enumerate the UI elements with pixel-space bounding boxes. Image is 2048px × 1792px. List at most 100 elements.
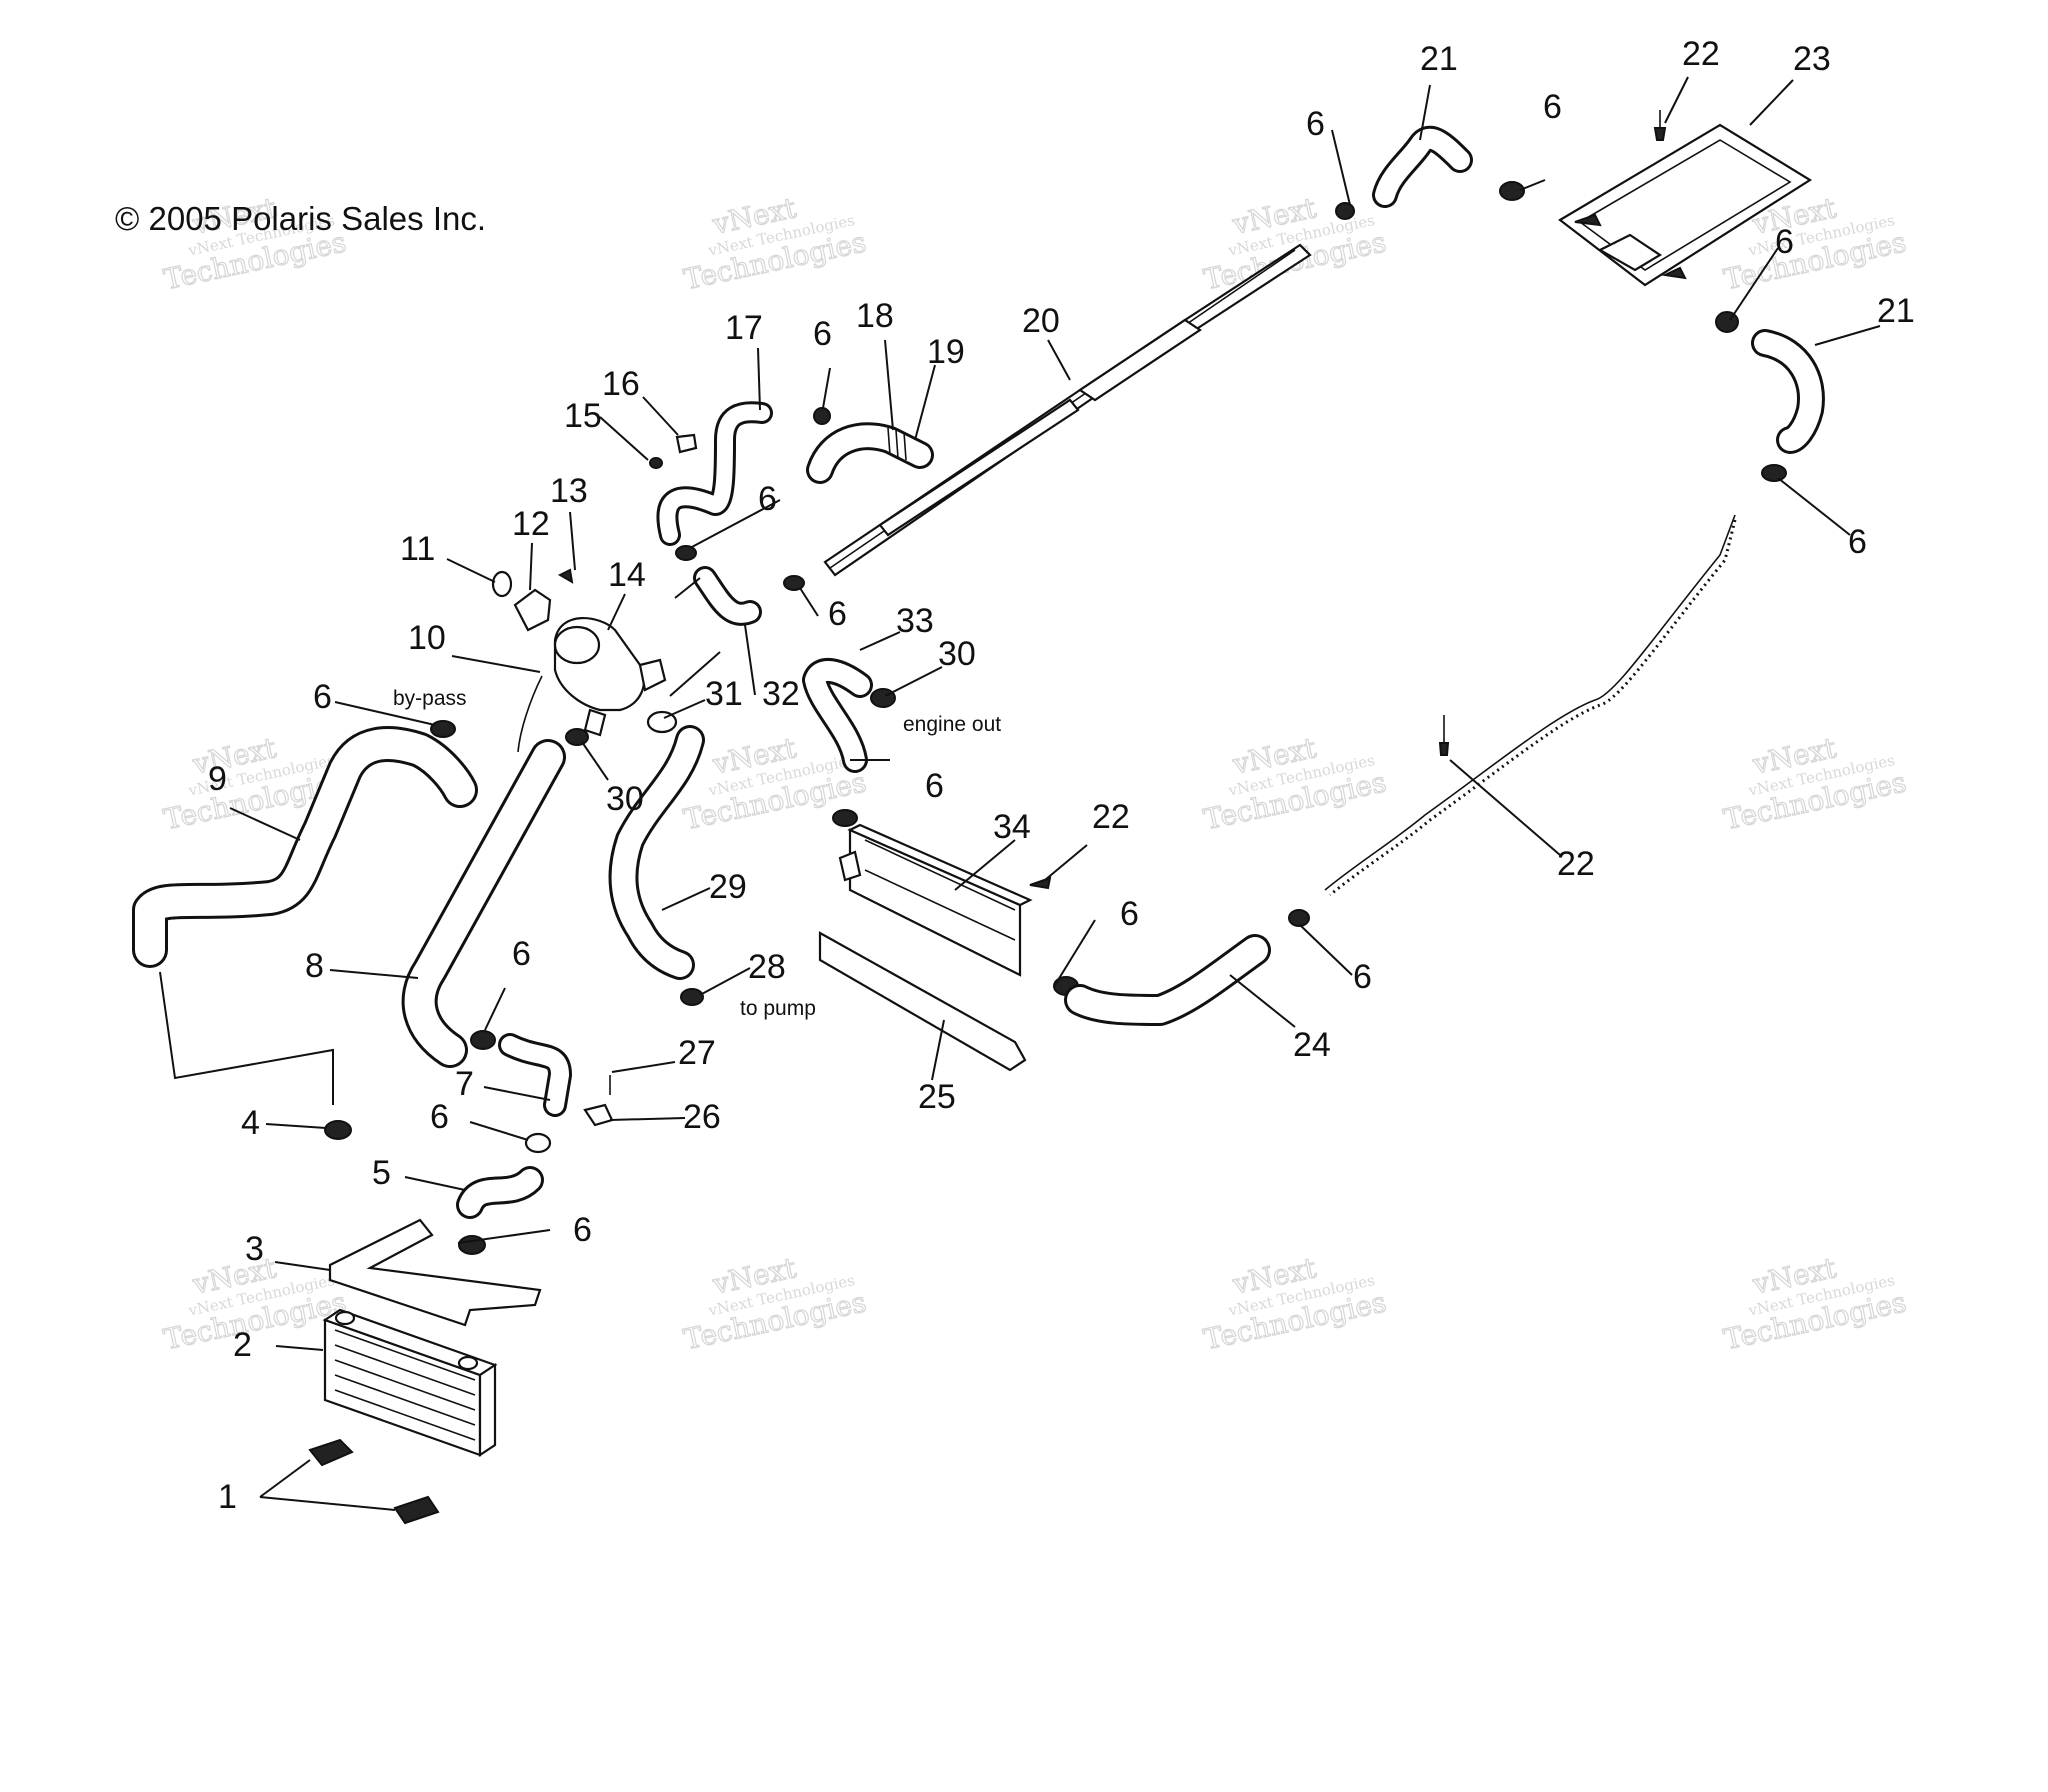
callout-15: 15 bbox=[564, 397, 602, 435]
heat-exchanger bbox=[322, 1308, 498, 1458]
callout-32: 32 bbox=[762, 675, 800, 713]
callout-17: 17 bbox=[725, 309, 763, 347]
callout-6: 6 bbox=[512, 935, 531, 973]
hose-fitting bbox=[583, 1103, 614, 1127]
callout-6: 6 bbox=[1775, 223, 1794, 261]
watermark: vNext vNext Technologies Technologies bbox=[1200, 730, 1389, 836]
callout-22: 22 bbox=[1682, 35, 1720, 73]
callout-6: 6 bbox=[313, 678, 332, 716]
callout-labels: 1 2 3 4 5 6 6 7 6 8 9 6 10 11 12 13 14 1… bbox=[208, 35, 1915, 1516]
hose-clamp bbox=[324, 1120, 352, 1140]
callout-18: 18 bbox=[856, 297, 894, 335]
pump-clamp bbox=[680, 988, 704, 1006]
leader-lines bbox=[229, 76, 1881, 1511]
callout-30: 30 bbox=[606, 780, 644, 818]
callout-6: 6 bbox=[828, 595, 847, 633]
callout-8: 8 bbox=[305, 947, 324, 985]
callout-5: 5 bbox=[372, 1154, 391, 1192]
callout-34: 34 bbox=[993, 808, 1031, 846]
cap-fitting bbox=[557, 568, 574, 584]
callout-1: 1 bbox=[218, 1478, 237, 1516]
hose-clamps bbox=[430, 181, 1787, 1255]
callout-3: 3 bbox=[245, 1230, 264, 1268]
outlet-clamp bbox=[646, 710, 678, 734]
callout-33: 33 bbox=[896, 602, 934, 640]
right-elbow-hose bbox=[1751, 329, 1825, 454]
long-hose bbox=[401, 739, 566, 1068]
callout-31: 31 bbox=[705, 675, 743, 713]
callout-11: 11 bbox=[400, 530, 435, 568]
callout-12: 12 bbox=[512, 505, 550, 543]
callout-19: 19 bbox=[927, 333, 965, 371]
callout-22: 22 bbox=[1557, 845, 1595, 883]
callout-4: 4 bbox=[241, 1104, 260, 1142]
watermark: vNext vNext Technologies Technologies bbox=[680, 190, 869, 296]
elbow-hose bbox=[693, 566, 762, 626]
small-fitting bbox=[649, 457, 663, 469]
cap-gasket bbox=[491, 570, 513, 598]
engine-out-label: engine out bbox=[903, 713, 1001, 736]
upper-hose bbox=[806, 422, 934, 484]
overflow-hose bbox=[656, 401, 773, 546]
short-hose bbox=[456, 1166, 544, 1219]
callout-2: 2 bbox=[233, 1326, 252, 1364]
callout-29: 29 bbox=[709, 868, 747, 906]
callout-7: 7 bbox=[455, 1065, 474, 1103]
callout-6: 6 bbox=[758, 480, 777, 518]
callout-6: 6 bbox=[430, 1098, 449, 1136]
bypass-label: by-pass bbox=[393, 687, 467, 710]
small-hose bbox=[498, 1033, 572, 1117]
bypass-pipe-line bbox=[159, 971, 334, 1105]
coolant-tube bbox=[823, 243, 1312, 577]
callout-6: 6 bbox=[573, 1211, 592, 1249]
callout-6: 6 bbox=[925, 767, 944, 805]
callout-10: 10 bbox=[408, 619, 446, 657]
callout-13: 13 bbox=[550, 472, 588, 510]
callout-24: 24 bbox=[1293, 1026, 1331, 1064]
callout-27: 27 bbox=[678, 1034, 716, 1072]
mounting-clip bbox=[308, 1438, 440, 1525]
callout-6: 6 bbox=[813, 315, 832, 353]
callout-21: 21 bbox=[1420, 40, 1458, 78]
engine-out-hose bbox=[802, 658, 873, 773]
callout-6: 6 bbox=[1848, 523, 1867, 561]
callout-25: 25 bbox=[918, 1078, 956, 1116]
heat-exchanger-rail bbox=[818, 931, 1027, 1072]
callout-6: 6 bbox=[1353, 958, 1372, 996]
exchanger-plate bbox=[838, 823, 1033, 977]
callout-16: 16 bbox=[602, 365, 640, 403]
thermostat-clamp bbox=[565, 728, 589, 746]
bypass-hose bbox=[132, 726, 478, 968]
vent-tube bbox=[517, 675, 543, 753]
callout-22: 22 bbox=[1092, 798, 1130, 836]
callout-30: 30 bbox=[938, 635, 976, 673]
copyright-notice: © 2005 Polaris Sales Inc. bbox=[115, 200, 486, 237]
callout-9: 9 bbox=[208, 760, 227, 798]
callout-6: 6 bbox=[1306, 105, 1325, 143]
mounting-bracket bbox=[328, 1218, 542, 1327]
callout-20: 20 bbox=[1022, 302, 1060, 340]
watermark: vNext vNext Technologies Technologies bbox=[1200, 1250, 1389, 1356]
retaining-clip bbox=[675, 433, 698, 454]
callout-6: 6 bbox=[1120, 895, 1139, 933]
callout-21: 21 bbox=[1877, 292, 1915, 330]
bolts bbox=[1029, 110, 1667, 890]
watermark: vNext vNext Technologies Technologies bbox=[1720, 730, 1909, 836]
callout-28: 28 bbox=[748, 948, 786, 986]
callout-26: 26 bbox=[683, 1098, 721, 1136]
corrugated-tube-edge bbox=[1324, 514, 1736, 891]
radiator bbox=[1558, 123, 1813, 287]
watermark: vNext vNext Technologies Technologies bbox=[1720, 1250, 1909, 1356]
lower-hose bbox=[1064, 934, 1271, 1026]
corrugated-tube bbox=[1329, 519, 1737, 897]
upper-elbow-hose bbox=[1372, 125, 1473, 208]
callout-23: 23 bbox=[1793, 40, 1831, 78]
to-pump-label: to pump bbox=[740, 997, 816, 1020]
thermostat-housing bbox=[553, 617, 667, 737]
watermark: vNext vNext Technologies Technologies bbox=[1200, 190, 1389, 296]
parts-layer bbox=[132, 110, 1825, 1525]
pump-hose bbox=[608, 725, 705, 980]
pressure-cap bbox=[513, 588, 552, 632]
watermark: vNext vNext Technologies Technologies bbox=[160, 190, 349, 296]
